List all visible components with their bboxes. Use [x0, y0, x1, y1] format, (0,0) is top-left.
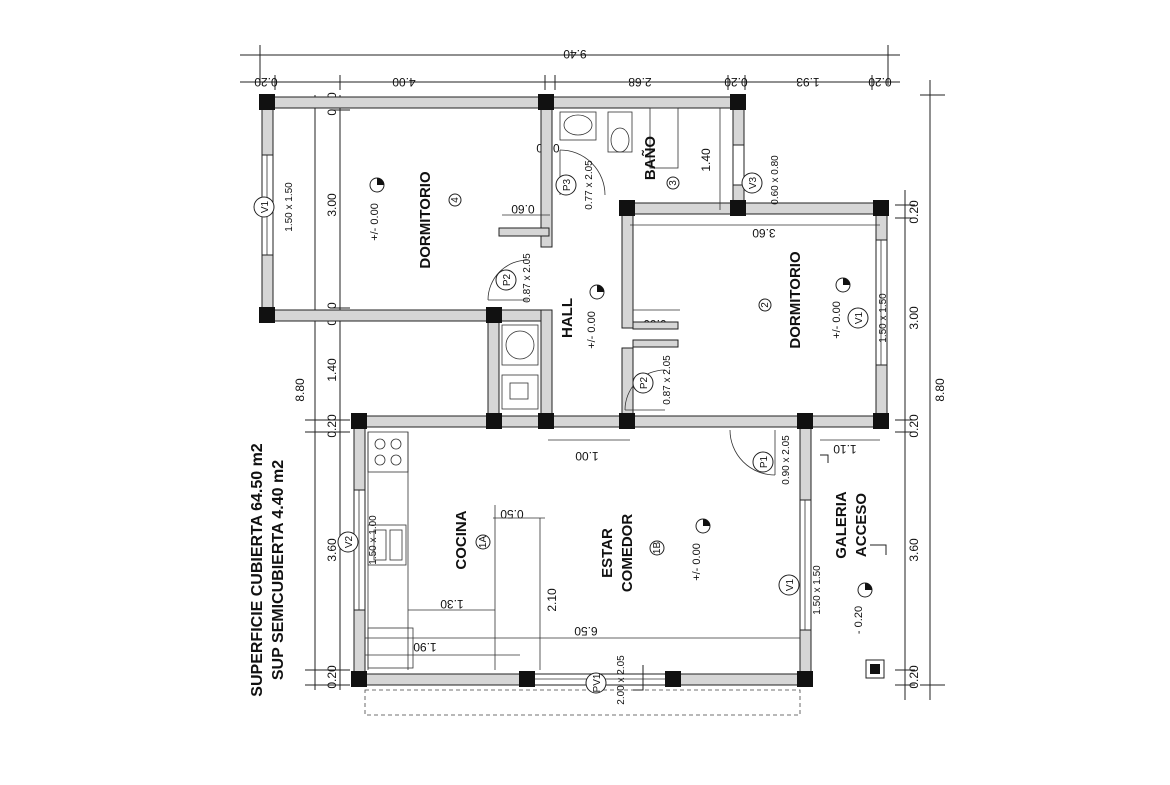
p1-tag: P1	[759, 455, 770, 468]
dim-130: 1.30	[440, 597, 464, 611]
dim-020-f: 0.20	[325, 414, 339, 438]
inner-dimension-lines	[365, 108, 880, 670]
step-mark-1	[820, 454, 829, 463]
room-acceso: ACCESO	[853, 493, 870, 558]
dim-360-b: 3.60	[907, 538, 921, 562]
dim-210: 2.10	[545, 588, 559, 612]
p2-size-a: 0.87 x 2.05	[522, 253, 533, 303]
level-galeria: - 0.20	[853, 606, 865, 634]
level-markers	[369, 177, 873, 598]
dim-190: 1.90	[413, 640, 437, 654]
dim-020-g: 0.20	[325, 665, 339, 689]
v1-size-bottom: 1.50 x 1.50	[812, 565, 823, 615]
sup-semicubierta: SUP SEMICUBIERTA 4.40 m2	[270, 460, 287, 680]
room-hall: HALL	[559, 298, 576, 338]
structural-columns	[259, 94, 889, 687]
dim-360-c: 3.60	[752, 226, 776, 240]
dim-020-i: 0.20	[907, 414, 921, 438]
dim-650: 6.50	[574, 624, 598, 638]
v3-tag: V3	[748, 176, 759, 189]
tag-texts: V1 1.50 x 1.50 P3 0.77 x 2.05 P2 0.87 x …	[260, 155, 889, 705]
p2-tag-b: P2	[639, 376, 650, 389]
dim-020-c: 0.20	[868, 75, 892, 89]
fixtures	[367, 107, 885, 679]
v3-size: 0.60 x 0.80	[770, 155, 781, 205]
v1-tag-left: V1	[260, 200, 271, 213]
bano-num: 3	[668, 180, 679, 186]
v1-tag-bottom: V1	[785, 578, 796, 591]
dim-020-b: 0.20	[724, 75, 748, 89]
dim-360-a: 3.60	[325, 538, 339, 562]
estar-num: 1B	[652, 542, 663, 555]
level-texts: +/- 0.00 +/- 0.00 +/- 0.00 +/- 0.00 - 0.…	[369, 203, 865, 634]
p1-size: 0.90 x 2.05	[781, 435, 792, 485]
dim-050: 0.50	[500, 507, 524, 521]
dim-140-a: 1.40	[325, 358, 339, 382]
dim-300-a: 3.00	[325, 193, 339, 217]
level-hall: +/- 0.00	[586, 311, 598, 349]
dim-880-a: 8.80	[293, 378, 307, 402]
p3-size: 0.77 x 2.05	[584, 160, 595, 210]
dim-300-b: 3.00	[907, 306, 921, 330]
level-estar: +/- 0.00	[691, 543, 703, 581]
p3-tag: P3	[562, 178, 573, 191]
cocina-num: 1A	[478, 536, 489, 549]
dim-880-b: 8.80	[933, 378, 947, 402]
dim-020-h: 0.20	[907, 200, 921, 224]
dim-400: 4.00	[392, 75, 416, 89]
step-mark-2	[870, 544, 887, 555]
room-cocina: COCINA	[453, 510, 470, 569]
room-estar: ESTAR	[599, 528, 616, 578]
p2-size-b: 0.87 x 2.05	[662, 355, 673, 405]
v1-size-right: 1.50 x 1.50	[878, 293, 889, 343]
dim-020-j: 0.20	[907, 665, 921, 689]
v2-tag: V2	[344, 535, 355, 548]
dim-140-b: 1.40	[699, 148, 713, 172]
area-summary: SUPERFICIE CUBIERTA 64.50 m2 SUP SEMICUB…	[249, 443, 287, 697]
dim-060-a: 0.60	[511, 202, 535, 216]
v1-tag-right: V1	[854, 311, 865, 324]
dim-020-a: 0.20	[254, 75, 278, 89]
step-mark-3	[633, 665, 644, 691]
room-dormitorio-2: DORMITORIO	[787, 251, 804, 349]
room-galeria: GALERIA	[833, 491, 850, 559]
dimension-texts: 9.40 4.00 2.68 1.93 0.20 0.20 0.20 0.20 …	[254, 47, 947, 689]
pv1-tag: PV1	[592, 673, 603, 692]
level-dorm2: +/- 0.00	[831, 301, 843, 339]
dorm2-num: 2	[760, 302, 771, 308]
p2-tag-a: P2	[502, 273, 513, 286]
v1-size-left: 1.50 x 1.50	[284, 182, 295, 232]
level-dorm4: +/- 0.00	[369, 203, 381, 241]
dim-110: 1.10	[833, 442, 857, 456]
pv1-size: 2.00 x 2.05	[616, 655, 627, 705]
dim-100: 1.00	[575, 449, 599, 463]
v2-size: 1.50 x 1.00	[368, 515, 379, 565]
room-comedor: COMEDOR	[619, 514, 636, 593]
opening-tags	[253, 172, 869, 694]
dorm4-num: 4	[450, 197, 461, 203]
superficie-cubierta: SUPERFICIE CUBIERTA 64.50 m2	[249, 443, 266, 697]
room-bano: BAÑO	[641, 136, 659, 180]
dimension-lines	[240, 45, 945, 700]
dim-193: 1.93	[796, 75, 820, 89]
galeria-outline	[364, 689, 801, 716]
dim-total-width: 9.40	[563, 47, 587, 61]
room-labels: DORMITORIO BAÑO HALL DORMITORIO COCINA E…	[417, 136, 870, 593]
room-dormitorio-4: DORMITORIO	[417, 171, 434, 269]
dim-268: 2.68	[628, 75, 652, 89]
